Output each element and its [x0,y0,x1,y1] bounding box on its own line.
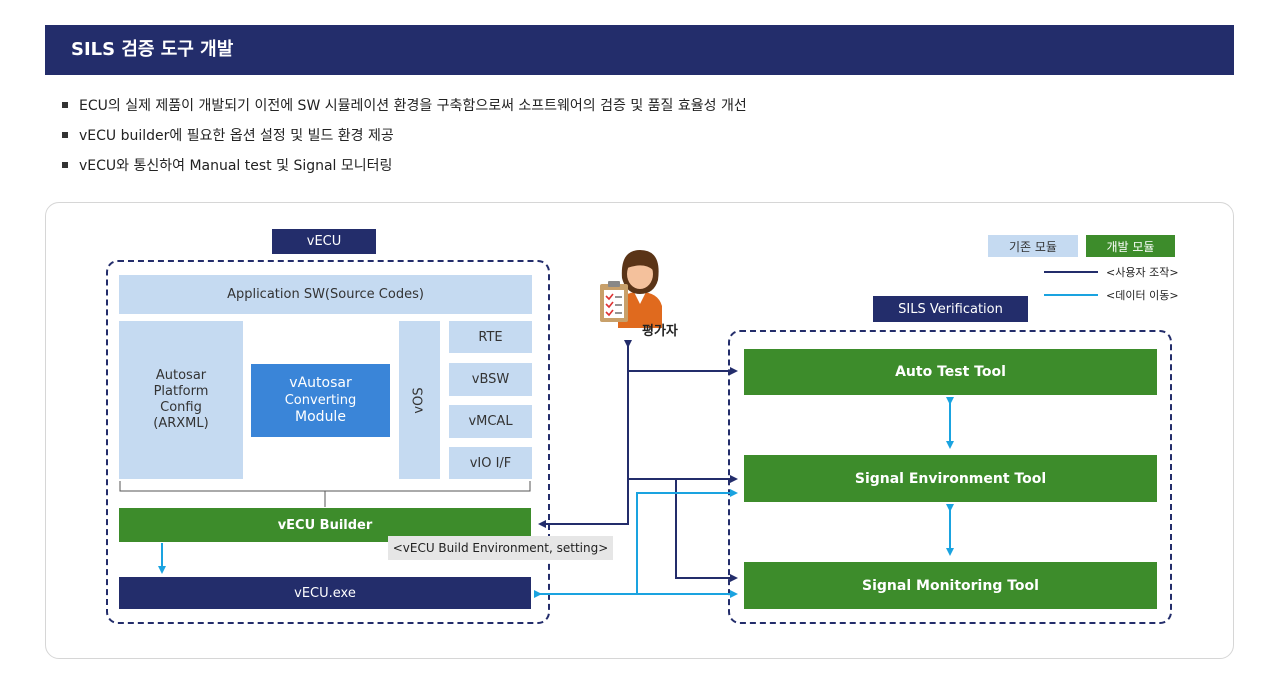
page-title: SILS 검증 도구 개발 [71,39,234,60]
sils-group-label: SILS Verification [873,296,1028,322]
signal-monitoring-tool-box: Signal Monitoring Tool [744,562,1157,609]
legend-user-operation: <사용자 조작> [1106,266,1179,279]
evaluator-figure-icon [600,250,662,328]
vmcal-box: vMCAL [449,405,532,438]
list-item-text: vECU와 통신하여 Manual test 및 Signal 모니터링 [79,158,393,174]
autosar-config-line: Autosar [155,368,207,383]
vautosar-converting-module: vAutosar Converting Module [251,364,390,437]
vautosar-line: vAutosar [289,375,352,391]
auto-test-tool-box: Auto Test Tool [744,349,1157,395]
bullet-square-icon [62,162,68,168]
vbsw-box: vBSW [449,363,532,396]
rte-box: RTE [449,321,532,353]
autosar-config-line: (ARXML) [153,416,209,431]
vecu-group-label: vECU [272,229,376,254]
list-item-text: vECU builder에 필요한 옵션 설정 및 빌드 환경 제공 [79,128,394,144]
bullet-list: ECU의 실제 제품이 개발되기 이전에 SW 시뮬레이션 환경을 구축함으로써… [62,90,1212,180]
sils-group-border [728,330,1172,624]
legend-existing-module: 기존 모듈 [988,235,1078,257]
vos-label: vOS [412,386,427,414]
vio-box: vIO I/F [449,447,532,479]
application-sw-box: Application SW(Source Codes) [119,275,532,314]
list-item: vECU와 통신하여 Manual test 및 Signal 모니터링 [62,150,1212,180]
evaluator-label: 평가자 [642,324,678,339]
legend-data-movement: <데이터 이동> [1106,289,1179,302]
build-environment-note: <vECU Build Environment, setting> [388,536,613,560]
bullet-square-icon [62,132,68,138]
signal-environment-tool-box: Signal Environment Tool [744,455,1157,502]
autosar-config-box: Autosar Platform Config (ARXML) [119,321,243,479]
page-header: SILS 검증 도구 개발 [45,25,1234,75]
list-item: ECU의 실제 제품이 개발되기 이전에 SW 시뮬레이션 환경을 구축함으로써… [62,90,1212,120]
list-item: vECU builder에 필요한 옵션 설정 및 빌드 환경 제공 [62,120,1212,150]
autosar-config-line: Config [160,400,202,415]
vos-box: vOS [399,321,440,479]
bullet-square-icon [62,102,68,108]
legend-dev-module: 개발 모듈 [1086,235,1175,257]
list-item-text: ECU의 실제 제품이 개발되기 이전에 SW 시뮬레이션 환경을 구축함으로써… [79,98,747,114]
evaluator-person-icon [596,244,668,328]
vautosar-line: Converting [284,393,357,408]
autosar-config-line: Platform [153,384,209,399]
vecu-exe-box: vECU.exe [119,577,531,609]
vautosar-line: Module [295,409,346,425]
